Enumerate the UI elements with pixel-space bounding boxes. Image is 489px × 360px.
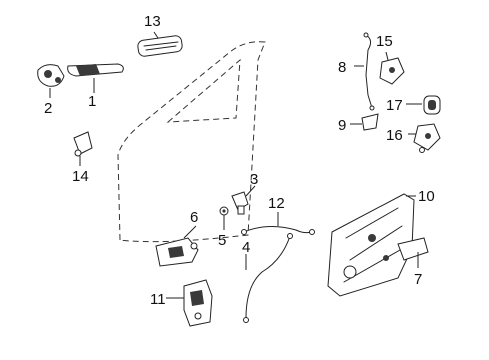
callout-11: 11 — [150, 291, 166, 308]
callout-4: 4 — [242, 239, 250, 256]
callout-1: 1 — [88, 93, 96, 110]
callout-3: 3 — [250, 171, 258, 188]
part-7-bracket — [397, 237, 429, 261]
part-8-rod — [363, 32, 375, 111]
callout-8: 8 — [338, 59, 346, 76]
part-6-latch — [155, 237, 199, 267]
callout-10: 10 — [418, 188, 435, 205]
part-3-bolt — [231, 191, 249, 215]
part-12-cable — [241, 226, 315, 235]
part-2-handle-bracket — [37, 64, 65, 87]
part-11-lock-actuator — [183, 279, 213, 327]
callout-9: 9 — [338, 117, 346, 134]
part-5-fastener — [219, 206, 229, 216]
part-13-switch — [137, 35, 183, 57]
part-4-cable — [243, 233, 293, 323]
callout-12: 12 — [268, 195, 285, 212]
callout-7: 7 — [414, 271, 422, 288]
door-outline — [117, 41, 266, 243]
callout-14: 14 — [72, 168, 89, 185]
callout-2: 2 — [44, 100, 52, 117]
leader-lines — [49, 31, 422, 299]
part-16-bracket — [413, 123, 441, 153]
callout-6: 6 — [190, 209, 198, 226]
part-9-clip — [361, 113, 379, 131]
part-1-outside-handle — [67, 63, 124, 77]
part-15-bracket — [379, 57, 405, 85]
callout-13: 13 — [144, 13, 161, 30]
callout-5: 5 — [218, 232, 226, 249]
callout-15: 15 — [376, 33, 393, 50]
part-17-cylinder — [423, 95, 441, 115]
callout-16: 16 — [386, 127, 403, 144]
door-window-line — [166, 58, 241, 123]
callout-17: 17 — [386, 97, 403, 114]
part-14-bracket — [73, 131, 93, 157]
part-10-window-regulator — [327, 193, 415, 297]
